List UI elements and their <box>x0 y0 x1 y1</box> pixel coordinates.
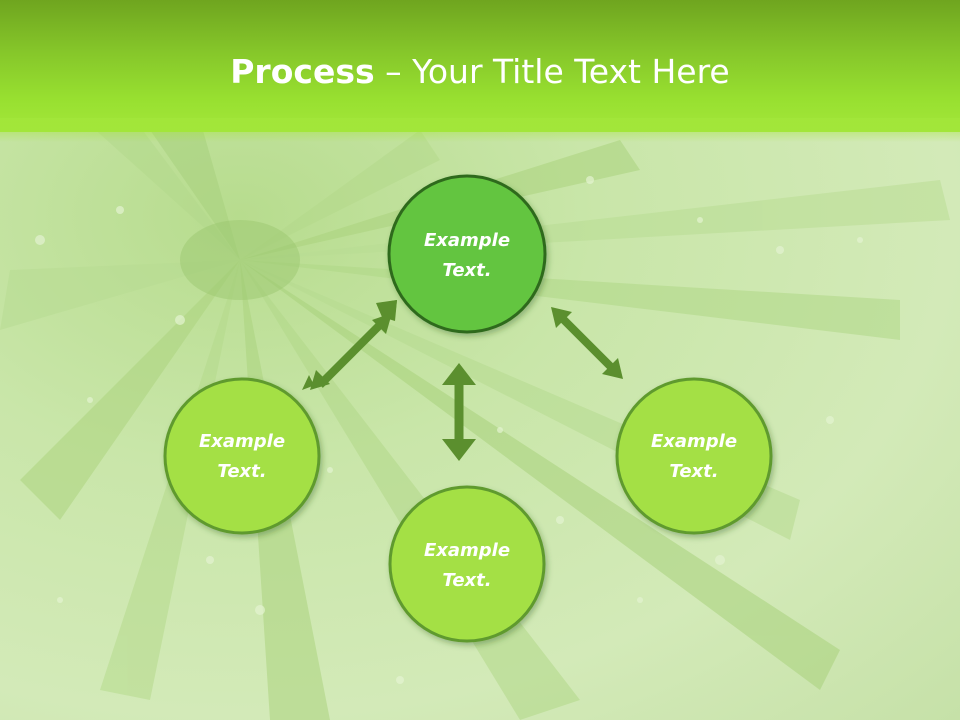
title-bold: Process <box>230 52 375 91</box>
node-right-line2: Text. <box>669 461 718 482</box>
arrow-top-right <box>551 307 623 379</box>
process-node-bottom[interactable] <box>388 485 546 643</box>
node-left-line1: Example <box>199 431 285 452</box>
header-bar <box>0 0 960 132</box>
node-top-line2: Text. <box>442 260 491 281</box>
node-bottom-line1: Example <box>424 540 510 561</box>
title-rest: – Your Title Text Here <box>374 52 730 91</box>
node-top-line1: Example <box>424 230 510 251</box>
process-node-top[interactable] <box>387 174 547 334</box>
process-node-left[interactable] <box>163 377 321 535</box>
node-bottom-line2: Text. <box>442 570 491 591</box>
slide-title[interactable]: Process – Your Title Text Here <box>0 52 960 91</box>
arrow-vertical <box>442 363 476 461</box>
arrow-top-left <box>302 300 397 390</box>
header-fade <box>0 118 960 142</box>
process-node-right[interactable] <box>615 377 773 535</box>
node-left-line2: Text. <box>217 461 266 482</box>
node-right-line1: Example <box>651 431 737 452</box>
